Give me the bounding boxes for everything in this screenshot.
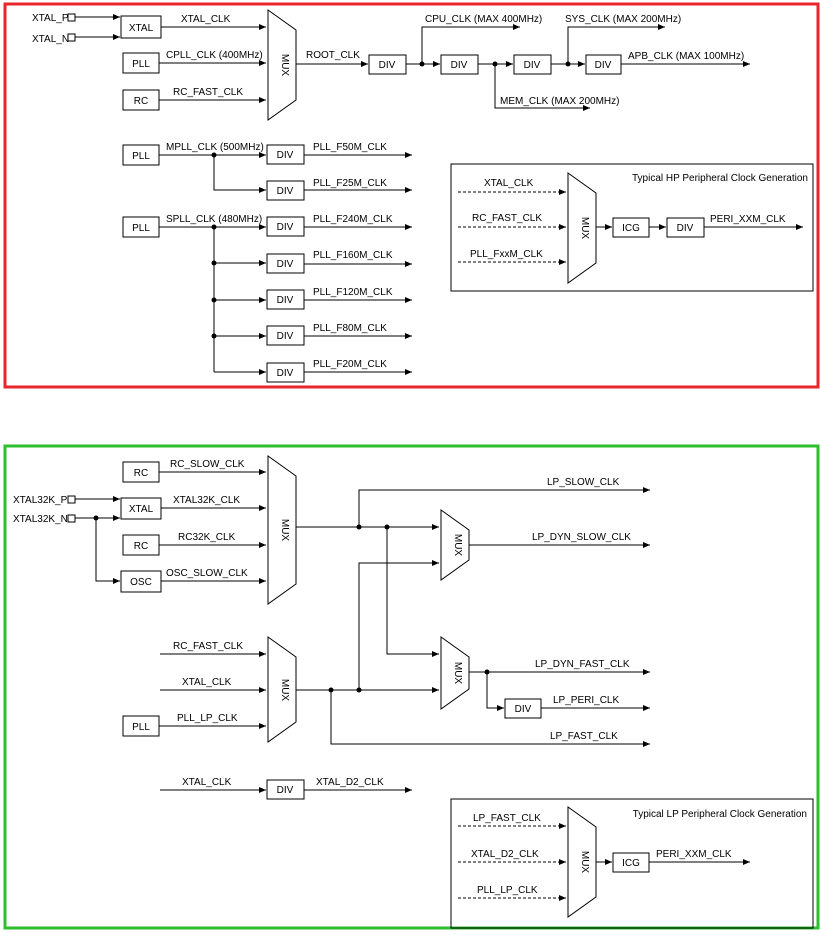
- lp-dyn-fast-clk-label: LP_DYN_FAST_CLK: [535, 659, 630, 670]
- hp-apb-clk-label: APB_CLK (MAX 100MHz): [628, 51, 744, 62]
- lp-pll-lp-clk-label: PLL_LP_CLK: [177, 713, 238, 724]
- hp-root-clk-label: ROOT_CLK: [306, 50, 360, 61]
- lp-dyn-fast-mux: [440, 636, 470, 710]
- hp-pll-f50m-label: PLL_F50M_CLK: [313, 142, 387, 153]
- hp-div-apb-label: DIV: [524, 60, 541, 71]
- lp-rc-slow-block-label: RC: [134, 468, 148, 479]
- lp-xtal32k-block-label: XTAL: [129, 504, 154, 515]
- hp-div-sys-label: DIV: [451, 60, 468, 71]
- lp-slow-clk-label: LP_SLOW_CLK: [547, 477, 620, 488]
- hp-div-f50m-label: DIV: [277, 150, 294, 161]
- hp-root-mux: [267, 9, 297, 121]
- lp-typical-in1-label: LP_FAST_CLK: [473, 813, 541, 824]
- lp-dyn-slow-mux-label: MUX: [452, 534, 463, 557]
- lp-typical-title: Typical LP Peripheral Clock Generation: [633, 809, 807, 820]
- lp-peri-clk-label: LP_PERI_CLK: [553, 695, 619, 706]
- pin-xtal-n: [67, 33, 76, 42]
- hp-sys-clk-label: SYS_CLK (MAX 200MHz): [565, 14, 681, 25]
- lp-typical-mux: [567, 806, 597, 918]
- pin-xtal-n-label: XTAL_N: [32, 34, 69, 45]
- pin-xtal-p: [67, 13, 76, 22]
- hp-typical-in3-label: PLL_FxxM_CLK: [470, 249, 543, 260]
- hp-xtal-clk-label: XTAL_CLK: [181, 14, 231, 25]
- lp-osc-slow-clk-label: OSC_SLOW_CLK: [166, 568, 248, 579]
- lp-slow-mux-label: MUX: [279, 519, 290, 542]
- lp-fast-mux: [267, 636, 297, 743]
- pin-xtal-p-label: XTAL_P: [32, 13, 69, 24]
- lp-fast-clk-label: LP_FAST_CLK: [550, 731, 618, 742]
- hp-typical-frame: [450, 163, 814, 292]
- hp-mem-clk-label: MEM_CLK (MAX 200MHz): [500, 96, 619, 107]
- lp-rc32k-clk-label: RC32K_CLK: [178, 532, 236, 543]
- hp-div-f120m-label: DIV: [277, 295, 294, 306]
- lp-xtal-clk-label: XTAL_CLK: [182, 677, 232, 688]
- lp-xtal-d2-clk-label: XTAL_D2_CLK: [316, 777, 384, 788]
- hp-pll-block-label: PLL: [132, 59, 150, 70]
- lp-typical-icg-label: ICG: [622, 858, 640, 869]
- hp-mpll-block-label: PLL: [132, 151, 150, 162]
- lp-xtal32k-clk-label: XTAL32K_CLK: [173, 495, 240, 506]
- hp-typical-in2-label: RC_FAST_CLK: [472, 213, 542, 224]
- lp-osc-block-label: OSC: [130, 577, 152, 588]
- lp-clock-frame: [3, 444, 820, 930]
- hp-pll-f160m-label: PLL_F160M_CLK: [313, 250, 393, 261]
- lp-typical-mux-label: MUX: [579, 851, 590, 874]
- lp-rc-slow-clk-label: RC_SLOW_CLK: [170, 459, 245, 470]
- hp-div-f240m-label: DIV: [277, 222, 294, 233]
- hp-pll-f80m-label: PLL_F80M_CLK: [313, 323, 387, 334]
- hp-mpll-clk-label: MPLL_CLK (500MHz): [166, 142, 264, 153]
- lp-slow-mux: [267, 455, 297, 605]
- hp-typical-icg-label: ICG: [622, 223, 640, 234]
- lp-typical-in2-label: XTAL_D2_CLK: [471, 849, 539, 860]
- lp-xtal-clk2-label: XTAL_CLK: [182, 777, 232, 788]
- hp-div-out-label: DIV: [595, 60, 612, 71]
- hp-cpu-clk-label: CPU_CLK (MAX 400MHz): [425, 14, 542, 25]
- lp-dyn-slow-clk-label: LP_DYN_SLOW_CLK: [532, 532, 631, 543]
- hp-pll-f120m-label: PLL_F120M_CLK: [313, 287, 393, 298]
- hp-spll-block-label: PLL: [132, 223, 150, 234]
- hp-div-f20m-label: DIV: [277, 368, 294, 379]
- hp-typical-div-label: DIV: [677, 223, 694, 234]
- lp-dyn-slow-mux: [440, 509, 470, 581]
- hp-clock-frame: [3, 2, 820, 389]
- pin-xtal32k-n-label: XTAL32K_N: [13, 514, 68, 525]
- hp-root-mux-label: MUX: [279, 54, 290, 77]
- lp-div-xtal-d2-label: DIV: [277, 785, 294, 796]
- hp-spll-clk-label: SPLL_CLK (480MHz): [166, 214, 262, 225]
- hp-div-root-label: DIV: [379, 60, 396, 71]
- lp-div-peri-label: DIV: [515, 704, 532, 715]
- hp-cpll-clk-label: CPLL_CLK (400MHz): [166, 50, 263, 61]
- lp-typical-frame: [450, 798, 814, 929]
- hp-typical-title: Typical HP Peripheral Clock Generation: [632, 173, 808, 184]
- hp-div-f25m-label: DIV: [277, 186, 294, 197]
- lp-typical-in3-label: PLL_LP_CLK: [477, 885, 538, 896]
- hp-typical-mux-label: MUX: [579, 217, 590, 240]
- hp-xtal-block-label: XTAL: [129, 23, 154, 34]
- hp-div-f80m-label: DIV: [277, 331, 294, 342]
- hp-div-f160m-label: DIV: [277, 259, 294, 270]
- lp-rc-fast-clk-label: RC_FAST_CLK: [173, 641, 243, 652]
- pin-xtal32k-n: [67, 514, 76, 523]
- hp-rc-fast-clk-label: RC_FAST_CLK: [173, 87, 243, 98]
- lp-typical-out-label: PERI_XXM_CLK: [656, 849, 732, 860]
- lp-pll-block-label: PLL: [132, 722, 150, 733]
- lp-fast-mux-label: MUX: [279, 679, 290, 702]
- hp-typical-out-label: PERI_XXM_CLK: [710, 214, 786, 225]
- hp-pll-f20m-label: PLL_F20M_CLK: [313, 359, 387, 370]
- hp-typical-mux: [567, 172, 597, 284]
- hp-pll-f25m-label: PLL_F25M_CLK: [313, 178, 387, 189]
- pin-xtal32k-p-label: XTAL32K_P: [13, 495, 68, 506]
- hp-rc-block-label: RC: [134, 96, 148, 107]
- pin-xtal32k-p: [67, 495, 76, 504]
- hp-pll-f240m-label: PLL_F240M_CLK: [313, 214, 393, 225]
- lp-rc32k-block-label: RC: [134, 541, 148, 552]
- hp-typical-in1-label: XTAL_CLK: [484, 178, 534, 189]
- lp-dyn-fast-mux-label: MUX: [452, 662, 463, 685]
